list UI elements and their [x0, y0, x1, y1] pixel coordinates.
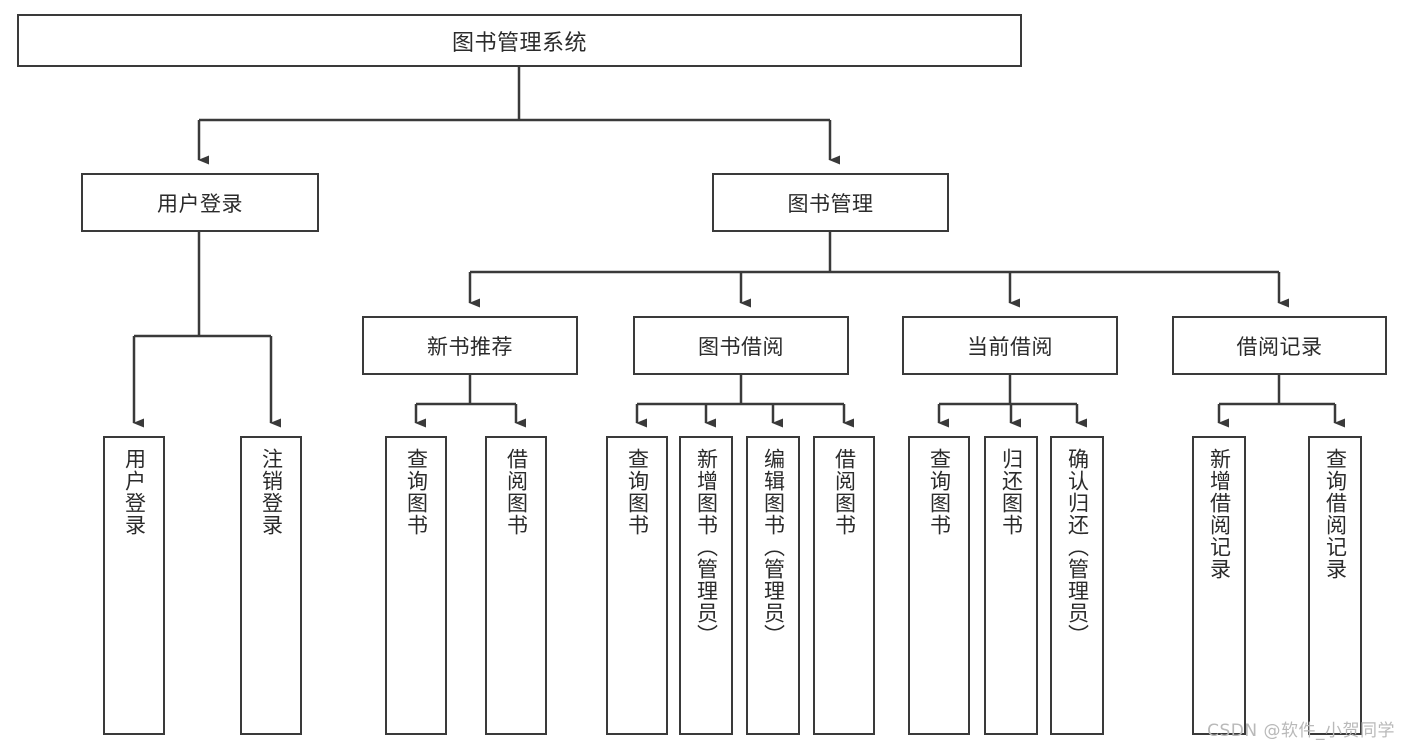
node-label: 用户登录	[157, 191, 243, 216]
node-label: 查询图书	[404, 448, 429, 536]
node-leaf-borrow-book-1[interactable]: 借阅图书	[485, 436, 547, 735]
node-leaf-add-book-admin[interactable]: 新增图书（管理员）	[679, 436, 733, 735]
node-leaf-user-login[interactable]: 用户登录	[103, 436, 165, 735]
node-leaf-query-borrow-record[interactable]: 查询借阅记录	[1308, 436, 1362, 735]
node-borrowing-record[interactable]: 借阅记录	[1172, 316, 1387, 375]
node-leaf-query-book-3[interactable]: 查询图书	[908, 436, 970, 735]
node-leaf-logout[interactable]: 注销登录	[240, 436, 302, 735]
edge-user-login-to-leaves	[132, 232, 281, 428]
node-label: 新书推荐	[427, 334, 513, 359]
node-label: 借阅图书	[832, 448, 857, 536]
node-label: 当前借阅	[967, 334, 1053, 359]
node-label: 借阅记录	[1236, 334, 1323, 359]
node-book-borrowing[interactable]: 图书借阅	[633, 316, 849, 375]
node-label: 图书借阅	[698, 334, 784, 359]
node-label: 注销登录	[259, 448, 284, 536]
csdn-watermark: CSDN @软件_小贺同学	[1207, 721, 1395, 741]
node-leaf-edit-book-admin[interactable]: 编辑图书（管理员）	[746, 436, 800, 735]
edge-borrow-record-to-leaves	[1217, 375, 1345, 428]
node-new-book-recommendation[interactable]: 新书推荐	[362, 316, 578, 375]
edge-current-borrow-to-leaves	[937, 375, 1087, 428]
node-leaf-return-book[interactable]: 归还图书	[984, 436, 1038, 735]
node-leaf-query-book-1[interactable]: 查询图书	[385, 436, 447, 735]
node-label: 图书管理系统	[451, 30, 587, 56]
node-book-management[interactable]: 图书管理	[712, 173, 949, 232]
edge-book-borrow-to-leaves	[635, 375, 854, 428]
node-label: 新增图书（管理员）	[694, 448, 719, 646]
node-label: 查询借阅记录	[1323, 448, 1348, 580]
node-user-login[interactable]: 用户登录	[81, 173, 319, 232]
node-label: 借阅图书	[504, 448, 529, 536]
node-leaf-query-book-2[interactable]: 查询图书	[606, 436, 668, 735]
node-label: 确认归还（管理员）	[1065, 448, 1090, 646]
edge-book-mgmt-to-level3	[468, 232, 1289, 308]
node-leaf-borrow-book-2[interactable]: 借阅图书	[813, 436, 875, 735]
node-label: 图书管理	[787, 191, 874, 216]
node-label: 查询图书	[927, 448, 952, 536]
node-leaf-add-borrow-record[interactable]: 新增借阅记录	[1192, 436, 1246, 735]
node-current-borrowing[interactable]: 当前借阅	[902, 316, 1118, 375]
node-label: 查询图书	[625, 448, 650, 536]
node-label: 新增借阅记录	[1207, 448, 1232, 580]
edge-new-book-rec-to-leaves	[414, 375, 526, 428]
node-root-book-management-system[interactable]: 图书管理系统	[17, 14, 1022, 67]
node-label: 编辑图书（管理员）	[761, 448, 786, 646]
edge-root-to-level2	[197, 67, 840, 165]
node-label: 用户登录	[122, 448, 147, 536]
node-leaf-confirm-return-admin[interactable]: 确认归还（管理员）	[1050, 436, 1104, 735]
node-label: 归还图书	[999, 448, 1024, 536]
